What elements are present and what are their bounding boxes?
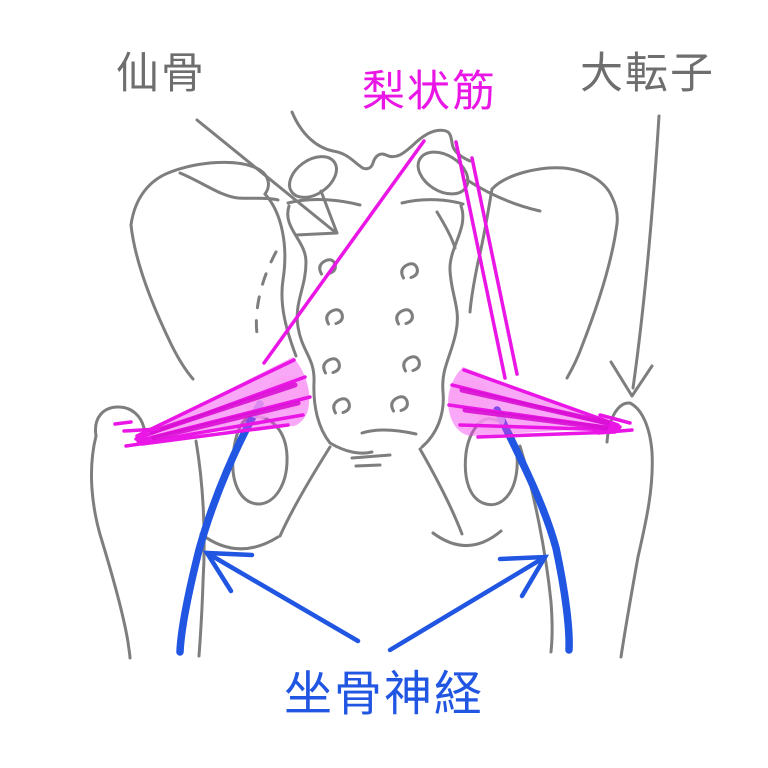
right-iliac-wing-top — [490, 166, 619, 226]
trochanter-pointer-line — [631, 114, 661, 390]
sacrum-pointer-head — [294, 189, 339, 237]
right-piriformis-tip-stroke — [596, 428, 634, 435]
right-femur-outer — [605, 401, 654, 659]
trochanter-pointer-arrow — [609, 114, 661, 398]
left-piriformis-tip-stroke — [124, 439, 162, 448]
piriformis-leader-right-2 — [470, 156, 519, 376]
right-piriformis-muscle — [447, 367, 634, 439]
piriformis-leader-right-1 — [454, 140, 507, 380]
sacrum-top-right-line — [400, 198, 465, 206]
sacrum-right-edge — [420, 204, 465, 449]
coccyx-stroke-1 — [350, 453, 392, 460]
right-femur-inner — [518, 444, 554, 654]
right-piriformis-fiber-dark — [459, 387, 611, 426]
left-obturator-foramen — [231, 415, 289, 506]
foramen — [318, 258, 337, 276]
right-iliac-wing-outer — [565, 222, 619, 380]
left-nerve-arrow-head — [202, 550, 255, 594]
right-sciatic-nerve — [493, 406, 573, 654]
left-piriformis-fiber — [140, 423, 290, 446]
right-piriformis-fiber — [476, 430, 617, 439]
right-iliac-crest-link — [465, 178, 542, 213]
sacrum-bottom-line — [360, 428, 418, 436]
piriformis-leader-left — [262, 139, 426, 365]
sacrum-label: 仙骨 — [116, 49, 206, 99]
sacral-foramina — [318, 258, 421, 415]
left-sciatic-nerve — [176, 400, 264, 656]
left-piriformis-fiber-dark — [149, 382, 298, 435]
foramen — [322, 357, 341, 375]
left-iliac-wing-top — [129, 160, 270, 227]
left-ischial-tuberosity — [199, 532, 280, 551]
sacrum-pointer-line — [195, 118, 337, 234]
foramen — [400, 262, 419, 280]
greater-trochanter-label: 大転子 — [580, 49, 715, 99]
lumbar-spine-line — [290, 110, 472, 171]
right-piriformis-tip-stroke — [598, 413, 632, 425]
left-piriformis-tip-stroke — [122, 427, 160, 433]
right-nerve-arrow-head — [497, 554, 550, 599]
coccyx-base-line — [328, 441, 374, 455]
piriformis-label: 梨状筋 — [362, 67, 497, 117]
foramen — [395, 308, 414, 326]
piriformis-muscles — [113, 139, 634, 448]
left-trochanter-bump — [94, 405, 146, 438]
foramen — [325, 308, 344, 326]
left-iliac-crest-link — [178, 171, 280, 202]
right-piriformis-fiber-dark — [462, 407, 609, 431]
right-nerve-arrow-line — [387, 554, 548, 653]
right-nerve-arrow — [387, 554, 550, 653]
sciatic-nerve-label: 坐骨神経 — [284, 666, 484, 722]
left-piriformis-tip-dash — [113, 420, 133, 426]
left-femur-outer — [89, 434, 132, 660]
right-ala-stroke — [435, 210, 457, 250]
left-nerve-arrow-line — [204, 550, 361, 644]
left-femur-inner — [194, 439, 206, 658]
left-piriformis-fiber — [135, 358, 296, 438]
right-piriformis-fiber — [462, 368, 620, 427]
pelvis-bone-sketch — [89, 110, 661, 660]
left-piriformis-fiber — [138, 413, 305, 445]
left-nerve-arrow — [202, 550, 361, 644]
left-iliac-wing-inner — [263, 192, 298, 358]
sacrum-left-edge — [286, 204, 332, 445]
coccyx-stroke-2 — [354, 463, 382, 468]
left-piriformis-fiber-dark — [151, 400, 301, 441]
left-iliac-wing-outer — [129, 223, 195, 381]
foramen — [402, 355, 421, 373]
pubic-arch-left — [278, 445, 332, 538]
right-piriformis-fiber — [458, 423, 619, 432]
diagram-labels: 仙骨 梨状筋 大転子 坐骨神経 — [116, 49, 715, 722]
trochanter-pointer-head — [609, 360, 654, 398]
left-transverse-process-loop — [288, 155, 338, 199]
sacrum-pointer-arrow — [195, 118, 339, 237]
left-si-joint-dashed — [254, 250, 278, 336]
sciatic-nerves — [176, 400, 573, 656]
pubic-arch-right — [418, 447, 464, 536]
right-ischial-tuberosity — [431, 529, 503, 547]
foramen — [390, 395, 409, 413]
left-piriformis-muscle — [113, 357, 312, 448]
foramen — [332, 397, 351, 415]
right-iliac-wing-inner — [468, 187, 494, 314]
